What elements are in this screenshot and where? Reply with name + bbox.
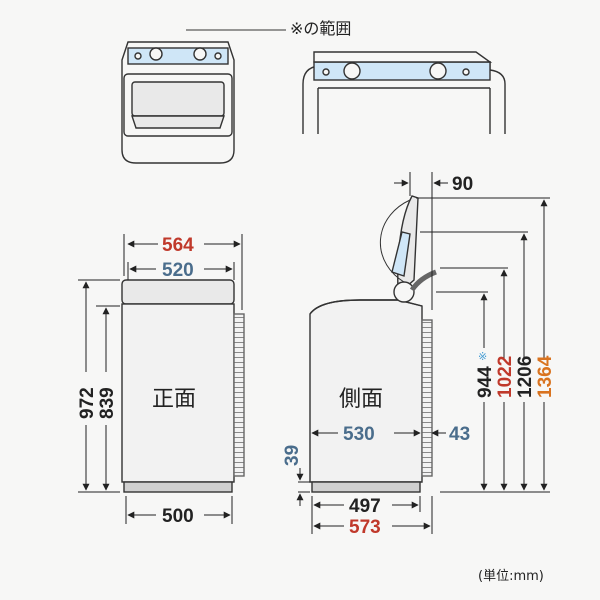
front-view-machine: [121, 279, 245, 493]
dim-573: 573: [349, 517, 381, 538]
dim-530: 530: [343, 424, 375, 445]
dim-839: 839: [97, 387, 118, 419]
dim-520: 520: [162, 260, 194, 281]
dim-1022: 1022: [495, 356, 516, 398]
dim-972: 972: [77, 387, 98, 419]
front-label: 正面: [152, 387, 196, 412]
dim-1206: 1206: [515, 356, 536, 398]
dim-497: 497: [349, 496, 381, 517]
dim-564: 564: [162, 235, 194, 256]
range-note: ※の範囲: [290, 19, 351, 38]
dim-43: 43: [449, 424, 470, 445]
dim-1364: 1364: [535, 355, 556, 398]
dim-90: 90: [452, 174, 473, 195]
top-view-front: [121, 41, 235, 164]
dim-500: 500: [162, 506, 194, 527]
side-view-machine: [309, 195, 437, 493]
side-dim-lines: [296, 172, 550, 534]
dim-944: 944: [475, 366, 496, 398]
top-view-side: [302, 51, 506, 134]
dim-944-asterisk: ※: [478, 350, 487, 363]
unit-label: (単位:mm): [478, 568, 544, 584]
front-dim-lines: [78, 234, 243, 524]
dim-39: 39: [282, 445, 303, 466]
side-label: 側面: [339, 387, 383, 412]
